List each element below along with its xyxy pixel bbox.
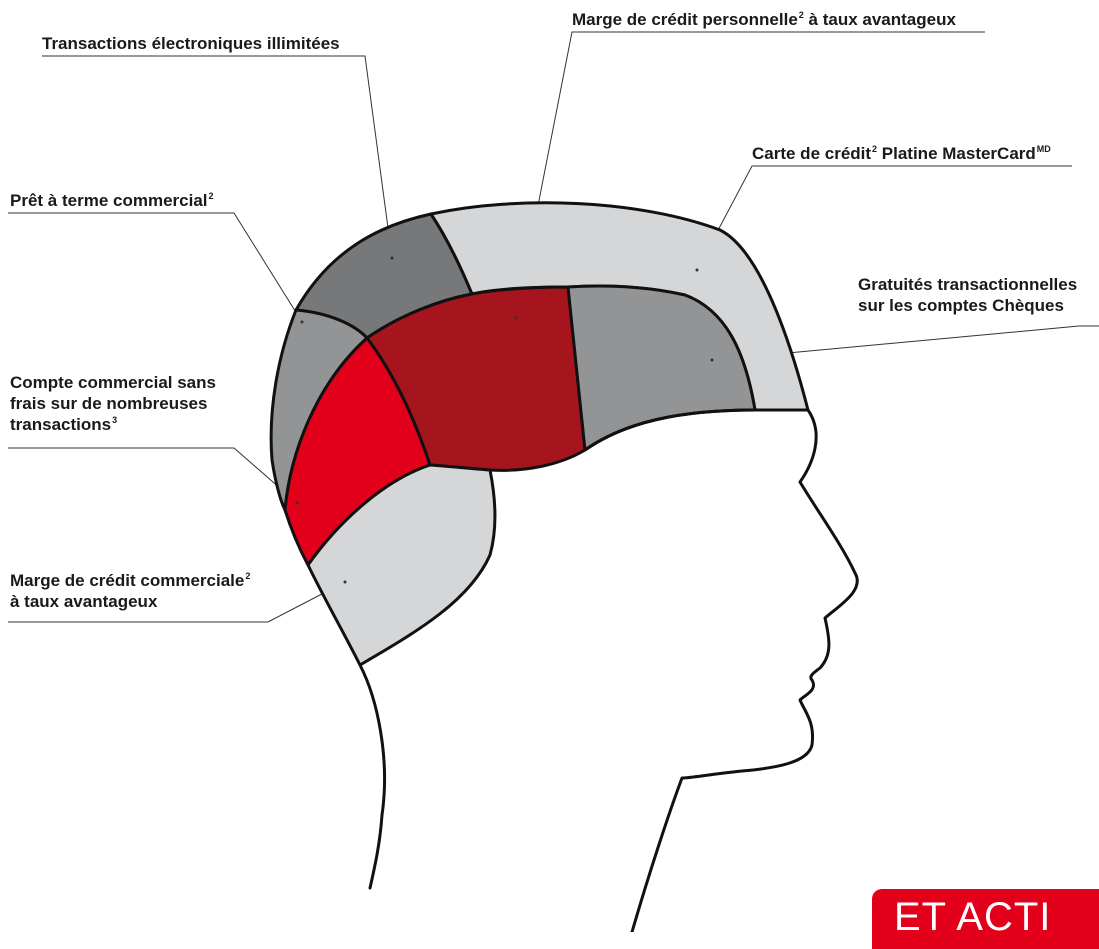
label-compte-commercial: Compte commercial sans frais sur de nomb… (10, 373, 216, 434)
leader-carte-credit (696, 165, 1072, 271)
label-pret-terme: Prêt à terme commercial2 (10, 191, 214, 210)
cropped-red-banner: ET ACTI (872, 889, 1099, 949)
leader-lines (8, 31, 1099, 623)
label-marge-commerciale: Marge de crédit commerciale2 à taux avan… (10, 571, 251, 611)
leader-gratuites (711, 325, 1099, 361)
label-marge-personnelle: Marge de crédit personnelle2 à taux avan… (572, 10, 956, 29)
leader-pret-terme (8, 212, 303, 323)
leader-marge-commerciale (8, 581, 346, 623)
head-outline (630, 408, 859, 932)
label-transactions-electroniques: Transactions électroniques illimitées (42, 34, 340, 53)
leader-dots (295, 256, 714, 584)
neck-back (358, 663, 387, 890)
leader-transactions-electroniques (42, 55, 393, 259)
cap-bottom-edge (584, 408, 808, 452)
leader-compte-commercial (8, 447, 298, 504)
banner-text: ET ACTI (894, 895, 1052, 939)
label-gratuites: Gratuités transactionnelles sur les comp… (858, 275, 1078, 315)
region-marge-commerciale (306, 463, 497, 667)
brain-regions (269, 201, 810, 667)
label-carte-credit: Carte de crédit2 Platine MasterCardMD (752, 144, 1051, 163)
